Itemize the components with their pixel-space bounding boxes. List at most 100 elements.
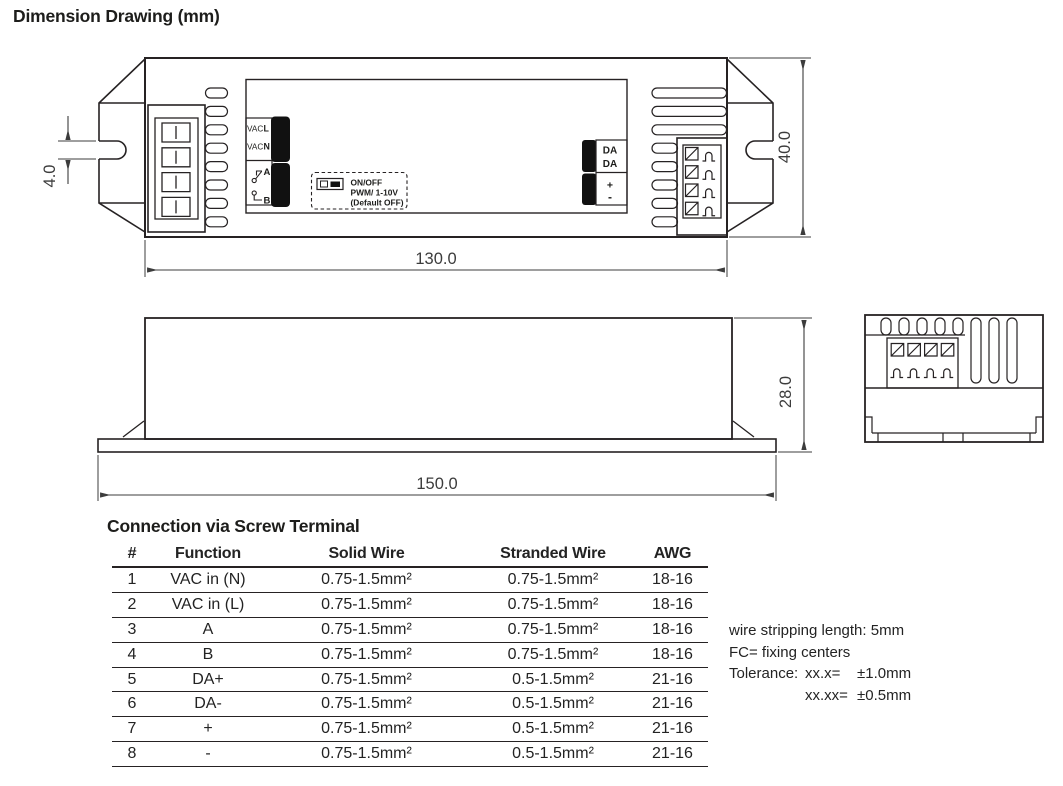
da-label-bottom: DA bbox=[603, 159, 617, 170]
connection-table-title: Connection via Screw Terminal bbox=[107, 516, 360, 536]
cell: DA- bbox=[152, 691, 264, 718]
cell: A bbox=[152, 617, 264, 643]
dip-note-line1: ON/OFF bbox=[351, 178, 383, 188]
screw-terminal-icon bbox=[890, 342, 955, 357]
cell: 0.5-1.5mm² bbox=[469, 716, 637, 743]
dip-switch-note: ON/OFF PWM/ 1-10V (Default OFF) bbox=[310, 171, 408, 210]
cell: - bbox=[152, 741, 264, 768]
wire-clamp-icon bbox=[702, 151, 716, 217]
minus-label: - bbox=[608, 190, 612, 204]
cell: 21-16 bbox=[637, 691, 708, 718]
right-mounting-ear bbox=[726, 58, 774, 233]
tolerance-key: xx.x= bbox=[805, 665, 841, 682]
screw-terminal-icon bbox=[684, 146, 699, 216]
dimensions: 130.0 40.0 4.0 150.0 28.0 bbox=[41, 57, 812, 501]
strain-relief-ribs-right bbox=[651, 87, 728, 228]
cell: 0.75-1.5mm² bbox=[264, 741, 469, 768]
cell: 5 bbox=[112, 667, 152, 693]
cell: 2 bbox=[112, 592, 152, 618]
col-header-solid-wire: Solid Wire bbox=[264, 539, 469, 568]
cell: 21-16 bbox=[637, 667, 708, 693]
input-screw-terminal-block bbox=[147, 104, 206, 233]
cell: 18-16 bbox=[637, 592, 708, 618]
dip-note-line2: PWM/ 1-10V bbox=[351, 188, 399, 198]
dim-value-4: 4.0 bbox=[41, 165, 59, 188]
cell: 0.75-1.5mm² bbox=[264, 667, 469, 693]
tolerance-value: ±1.0mm bbox=[857, 665, 912, 682]
dim-value-130: 130.0 bbox=[415, 250, 456, 268]
side-body bbox=[144, 317, 733, 440]
vac-n-terminal: N bbox=[264, 142, 270, 152]
cell: 18-16 bbox=[637, 642, 708, 668]
ear-profile bbox=[122, 420, 755, 438]
cell: 21-16 bbox=[637, 716, 708, 743]
connection-table: # Function Solid Wire Stranded Wire AWG … bbox=[112, 539, 708, 768]
cell: DA+ bbox=[152, 667, 264, 693]
dim-value-28: 28.0 bbox=[777, 376, 795, 408]
end-view-vents bbox=[880, 317, 1018, 384]
tolerance-label: Tolerance: bbox=[729, 665, 799, 682]
top-view: VAC L VAC N A B bbox=[98, 57, 774, 238]
base-plate bbox=[97, 438, 777, 453]
wire-entry-block bbox=[582, 140, 597, 172]
cell: 21-16 bbox=[637, 741, 708, 768]
vac-l-label: VAC bbox=[247, 125, 263, 134]
page-title: Dimension Drawing (mm) bbox=[13, 6, 220, 26]
note-tolerance-row1: Tolerance: xx.x= ±1.0mm bbox=[729, 663, 911, 685]
left-mounting-ear bbox=[98, 58, 146, 233]
cell: 3 bbox=[112, 617, 152, 643]
cell: 18-16 bbox=[637, 617, 708, 643]
cell: 4 bbox=[112, 642, 152, 668]
cover-panel bbox=[245, 78, 628, 214]
extension-lines bbox=[58, 57, 812, 501]
cell: 0.5-1.5mm² bbox=[469, 667, 637, 693]
mains-terminal-area: VAC L VAC N A B bbox=[245, 116, 290, 207]
note-fixing-centers: FC= fixing centers bbox=[729, 643, 851, 661]
cell: 0.75-1.5mm² bbox=[264, 716, 469, 743]
switch-symbol-icon bbox=[251, 170, 263, 201]
wire-clamp-icon bbox=[890, 368, 954, 379]
da-label-top: DA bbox=[603, 146, 617, 157]
cell: B bbox=[152, 642, 264, 668]
col-header-number: # bbox=[112, 539, 152, 568]
cell: 0.75-1.5mm² bbox=[264, 642, 469, 668]
dim-value-40: 40.0 bbox=[776, 131, 794, 163]
cell: 1 bbox=[112, 567, 152, 593]
terminal-a-label: A bbox=[264, 167, 271, 178]
cell: 0.75-1.5mm² bbox=[264, 567, 469, 593]
cell: VAC in (N) bbox=[152, 567, 264, 593]
screw-terminal-icon bbox=[161, 122, 191, 218]
dali-terminal-area: DA DA + - bbox=[582, 139, 628, 206]
end-view-terminal-block bbox=[886, 337, 959, 389]
col-header-function: Function bbox=[152, 539, 264, 568]
cell: 8 bbox=[112, 741, 152, 768]
dimension-drawing: VAC L VAC N A B bbox=[41, 57, 1044, 501]
note-wire-stripping: wire stripping length: 5mm bbox=[729, 622, 905, 639]
notes-block: wire stripping length: 5mm FC= fixing ce… bbox=[729, 620, 911, 706]
cell: 0.75-1.5mm² bbox=[469, 592, 637, 618]
tolerance-value: ±0.5mm bbox=[857, 686, 912, 704]
table-header-row: # Function Solid Wire Stranded Wire AWG bbox=[112, 539, 708, 568]
cell: 0.5-1.5mm² bbox=[469, 741, 637, 768]
device-body-outline bbox=[144, 57, 728, 238]
wire-entry-block bbox=[271, 116, 290, 162]
vac-n-label: VAC bbox=[247, 143, 263, 152]
output-screw-terminal-block bbox=[676, 137, 728, 236]
wire-entry-block bbox=[582, 173, 597, 205]
plus-label: + bbox=[607, 180, 613, 192]
cell: 0.75-1.5mm² bbox=[469, 567, 637, 593]
end-view bbox=[864, 314, 1044, 443]
dip-note-line3: (Default OFF) bbox=[351, 198, 404, 208]
cell: 0.75-1.5mm² bbox=[264, 691, 469, 718]
cell: 6 bbox=[112, 691, 152, 718]
strain-relief-ribs-left bbox=[204, 87, 229, 228]
terminal-b-label: B bbox=[264, 196, 271, 207]
end-view-base bbox=[865, 416, 1043, 442]
cell: 0.75-1.5mm² bbox=[469, 642, 637, 668]
